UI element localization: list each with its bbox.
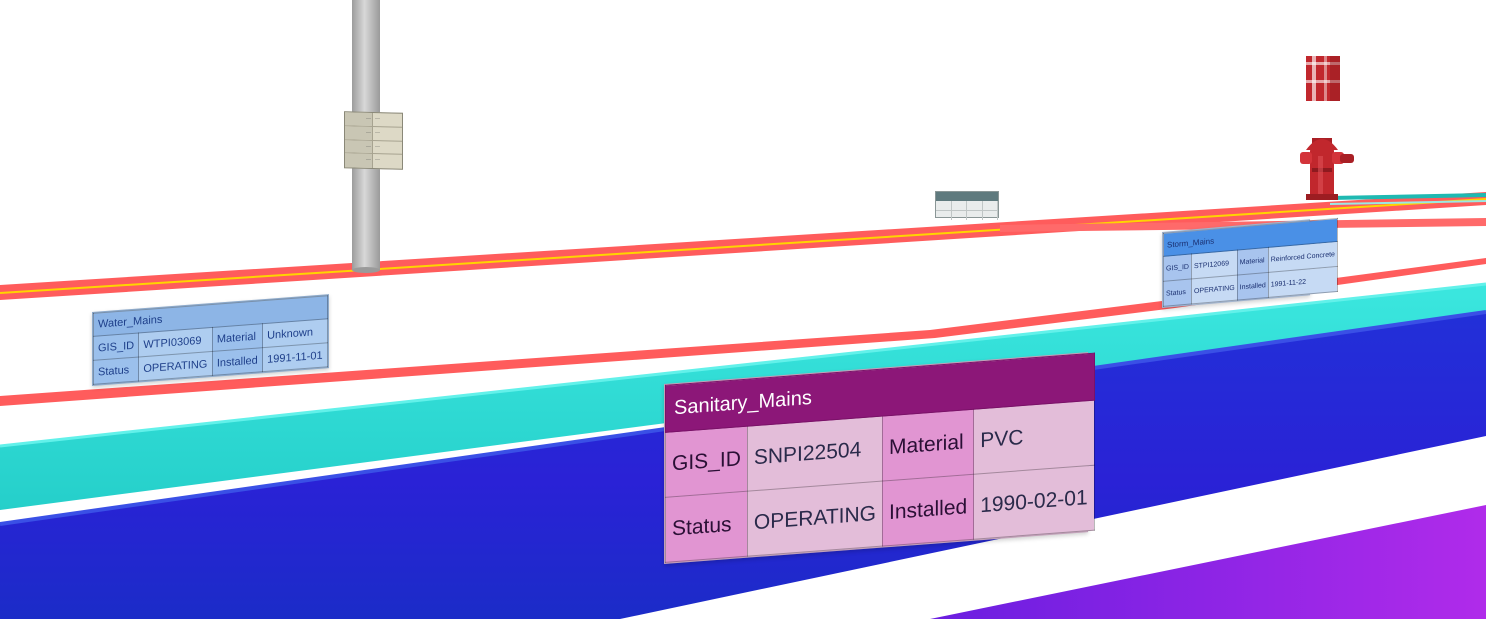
valve-marker-icon xyxy=(1306,56,1340,101)
distant-info-sign xyxy=(935,191,999,220)
sanitary-mains-label[interactable]: Sanitary_Mains GIS_ID SNPI22504 Material… xyxy=(664,352,1095,564)
storm-mains-label[interactable]: Storm_Mains GIS_ID STPI12069 Material Re… xyxy=(1162,218,1338,308)
gas-line-lower xyxy=(0,258,1486,406)
sanitary-status-key: Status xyxy=(665,491,748,563)
storm-pipe xyxy=(930,505,1486,619)
water-status-key: Status xyxy=(93,356,139,385)
water-status-value: OPERATING xyxy=(138,351,213,381)
storm-gis-id-key: GIS_ID xyxy=(1163,253,1192,282)
sanitary-status-value: OPERATING xyxy=(747,481,883,557)
road-centerline xyxy=(0,198,1486,294)
storm-material-key: Material xyxy=(1237,247,1269,276)
storm-status-value: OPERATING xyxy=(1191,275,1238,304)
water-installed-key: Installed xyxy=(212,347,263,376)
sanitary-material-value: PVC xyxy=(973,400,1095,475)
sanitary-gis-id-key: GIS_ID xyxy=(665,426,748,498)
water-installed-value: 1991-11-01 xyxy=(262,342,328,372)
sanitary-material-key: Material xyxy=(882,409,974,482)
sanitary-installed-value: 1990-02-01 xyxy=(973,465,1095,540)
sanitary-installed-key: Installed xyxy=(882,474,974,547)
storm-installed-value: 1991-11-22 xyxy=(1268,266,1338,298)
pole-info-sign: —— —— —— —— xyxy=(344,111,403,170)
storm-installed-key: Installed xyxy=(1237,272,1269,301)
water-gis-id-key: GIS_ID xyxy=(93,332,139,361)
storm-status-key: Status xyxy=(1163,278,1192,307)
fire-hydrant-icon xyxy=(1300,138,1354,200)
sanitary-gis-id-value: SNPI22504 xyxy=(747,416,883,492)
